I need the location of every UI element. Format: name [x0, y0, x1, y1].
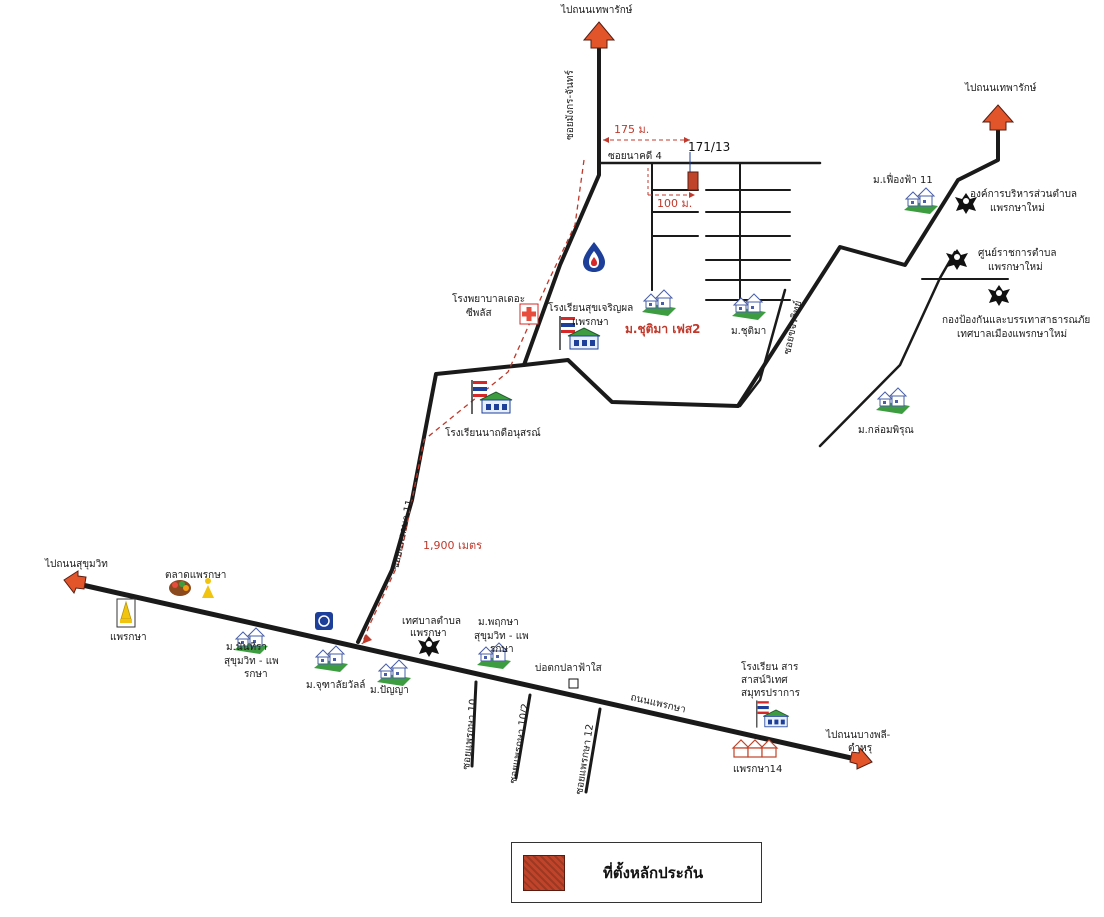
temple-icon [116, 598, 136, 628]
village-pruksa-label-1: ม.พฤกษา [478, 617, 519, 628]
municipality-label-1: เทศบาลตำบล [402, 616, 461, 627]
road-klomphirun [818, 250, 957, 448]
distance-175: 175 ม. [603, 123, 690, 143]
village-phraeksa14-icon [731, 739, 779, 758]
market-icon [169, 580, 191, 596]
road-charoen [738, 288, 787, 408]
village-fueangfa-icon [903, 187, 939, 215]
municipality-emblem-icon [418, 636, 440, 657]
school-sukcharoen-label-2: แพรกษา [572, 317, 609, 328]
road-main-phraeksa [75, 581, 863, 763]
road-network [75, 43, 1009, 794]
village-panya-label: ม.ปัญญา [370, 685, 409, 696]
arrow-north-right [981, 104, 1015, 131]
village-chuchima-label: ม.ชุติมา [731, 326, 766, 337]
village-nanthira-label-1: ม.นันทิรา [226, 642, 267, 653]
disaster-label-1: กองป้องกันและบรรเทาสาธารณภัย [942, 314, 1090, 326]
arrow-north-top [582, 21, 616, 49]
school-saon-icon [756, 699, 790, 729]
village-klomphirun-label: ม.กล่อมพิรุณ [858, 425, 914, 436]
road-phraeksa-12 [584, 707, 602, 794]
svg-text:175 ม.: 175 ม. [614, 123, 649, 136]
label-nakdi-4: ซอยนาคดี 4 [608, 150, 662, 162]
school-natdidnusorn-label: โรงเรียนนาถดือนุสรณ์ [445, 426, 541, 439]
gov-center-label-1: ศูนย์ราชการตำบล [978, 247, 1056, 259]
arrow-east [849, 746, 873, 770]
hospital-icon [519, 303, 539, 325]
market-label: ตลาดแพรกษา [165, 570, 226, 581]
arrow-north-top-label: ไปถนนเทพารักษ์ [560, 4, 633, 16]
village-klomphirun-icon [875, 387, 911, 415]
temple-label: แพรกษา [110, 632, 147, 643]
distance-1900: 1,900 เมตร [423, 539, 482, 552]
convenience-store-icon [315, 612, 333, 630]
municipality-label-2: แพรกษา [410, 628, 447, 639]
school-saon-label-2: สาสน์วิเทศ [741, 674, 788, 686]
arrow-north-right-label: ไปถนนเทพารักษ์ [964, 82, 1037, 94]
arrow-east-label-1: ไปถนนบางพลี- [825, 729, 891, 741]
school-saon-label-3: สมุทรปราการ [741, 688, 801, 699]
label-phraeksa-10-2: ซอยแพรกษา 10/2 [508, 703, 532, 785]
distance-100: 100 ม. [647, 168, 695, 210]
road-phraeksa-10-2 [514, 693, 532, 780]
village-nanthira-label-3: รกษา [244, 669, 268, 680]
legend-label: ที่ตั้งหลักประกัน [603, 863, 704, 882]
village-chuchima-phase2-label: ม.ชุติมา เฟส2 [625, 322, 701, 337]
route-dashed [361, 159, 585, 645]
village-pruksa-label-2: สุขุมวิท - แพ [474, 631, 529, 642]
village-chuthanrat-label: ม.จุฑาลัยวัลล์ [306, 679, 365, 691]
collateral-property: 171/13 [687, 140, 730, 191]
village-fueangfa-label: ม.เฟื่องฟ้า 11 [873, 172, 933, 186]
label-phraeksa-11: ซอยแพรกษา 11 [390, 499, 416, 571]
village-nanthira-label-2: สุขุมวิท - แพ [224, 656, 279, 667]
label-phraeksa-10: ซอยแพรกษา 10 [461, 698, 479, 770]
disaster-emblem-icon [988, 285, 1010, 306]
school-sukcharoen-label-1: โรงเรียนสุขเจริญผล [548, 301, 633, 314]
fish-pond-marker [568, 678, 579, 689]
disaster-label-2: เทศบาลเมืองแพรกษาใหม่ [957, 328, 1067, 340]
village-panya-icon [376, 659, 412, 687]
arrow-east-label-2: ตำหรุ [848, 743, 873, 754]
village-chuchima-phase2-icon [641, 289, 677, 317]
hospital-label-2: ซีพลัส [466, 307, 492, 319]
fish-pond-label: บ่อตกปลาฟ้าใส [535, 662, 602, 674]
arrow-west [63, 570, 87, 595]
label-charoen: ซอยขจรวิทย์ [781, 300, 804, 356]
collateral-swatch [523, 854, 565, 891]
tao-office-label-2: แพรกษาใหม่ [990, 202, 1045, 214]
village-chuchima-icon [731, 293, 767, 321]
village-phraeksa14-label: แพรกษา14 [733, 764, 782, 775]
road-vertical-soi [522, 43, 601, 367]
school-saon-label-1: โรงเรียน สาร [741, 660, 799, 673]
arrow-west-label: ไปถนนสุขุมวิท [44, 558, 108, 570]
svg-text:100 ม.: 100 ม. [657, 197, 692, 210]
road-phraeksa-10 [470, 680, 478, 768]
property-number: 171/13 [688, 140, 730, 154]
map-legend: ที่ตั้งหลักประกัน [511, 842, 762, 903]
hospital-label-1: โรงพยาบาลเดอะ [452, 292, 525, 305]
village-street-grid [651, 162, 791, 316]
village-pruksa-label-3: รกษา [490, 644, 514, 655]
market-figure-icon [202, 578, 214, 598]
gov-center-label-2: แพรกษาใหม่ [988, 261, 1043, 273]
gas-station-icon [583, 242, 605, 272]
label-vertical-soi: ซอยมังกร-จันทร์ [564, 70, 576, 140]
tao-office-label-1: องค์การบริหารส่วนตำบล [970, 188, 1077, 200]
village-chuthanrat-icon [313, 645, 349, 673]
